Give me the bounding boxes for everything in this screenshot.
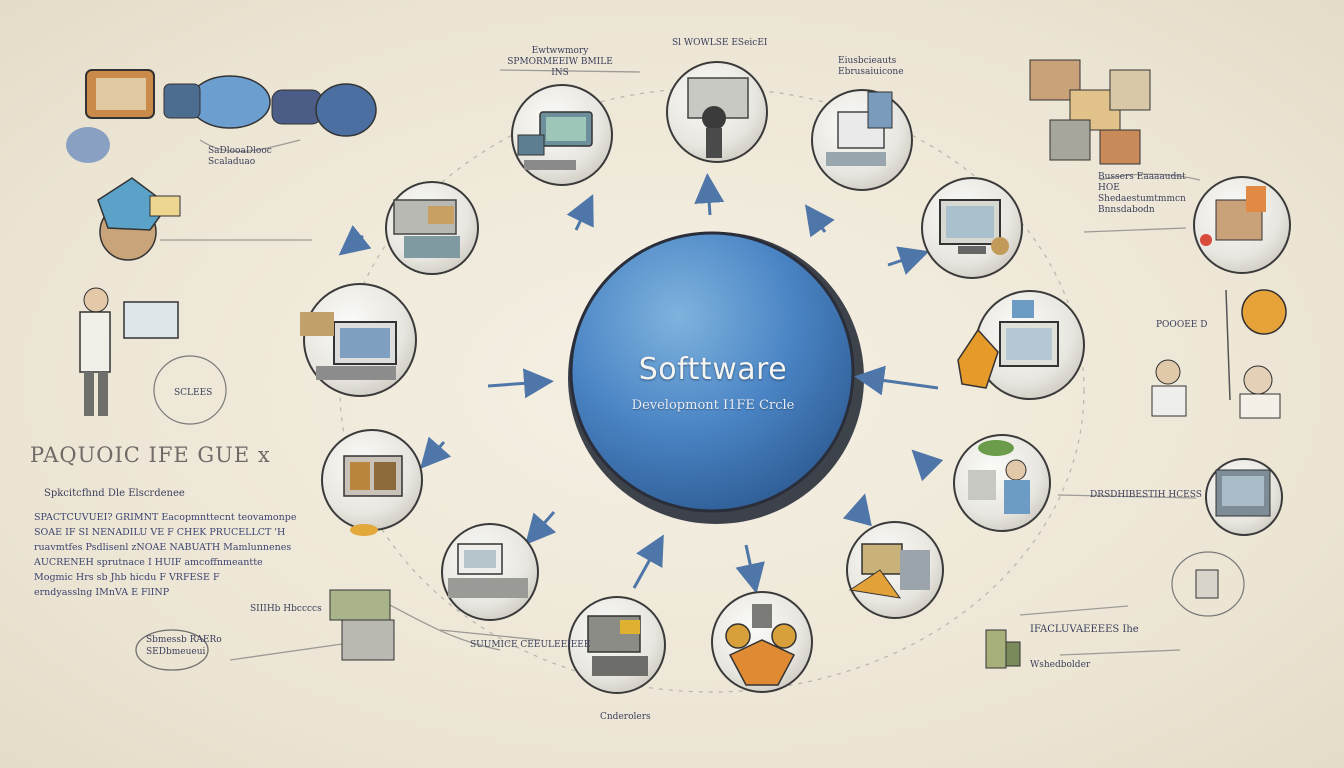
node-computer-left — [300, 283, 417, 397]
cycle-arrows — [338, 173, 944, 594]
label-right-lower: DRSDHIBESTIH HCESS — [1090, 490, 1202, 500]
orbit-nodes — [300, 61, 1085, 694]
left-presenter — [79, 287, 227, 425]
right-badge — [1225, 289, 1287, 401]
hub-title: Softtware — [638, 352, 788, 387]
label-top-right: Eiusbcieauts Ebrusaiuicone — [838, 56, 904, 77]
paragraph-line: erndyasslng IMnVA E FlINP — [34, 587, 170, 598]
node-engineer — [953, 434, 1051, 532]
node-monitor-desk — [511, 84, 613, 186]
node-printer — [441, 523, 539, 621]
side-illustrations — [66, 59, 1291, 671]
node-robot — [711, 591, 813, 693]
label-top-center-b: Sl WOWLSE ESeicEI — [672, 38, 768, 48]
paragraph-line: Mogmic Hrs sb Jhb hicdu F VRFESE F — [34, 572, 220, 583]
node-monitor-right — [921, 177, 1023, 279]
top-left-devices — [66, 69, 377, 163]
paragraph-line: SOAE IF SI NENADILU VE F CHEK PRUCELLCT … — [34, 527, 286, 538]
node-lab-left — [321, 429, 423, 536]
label-right-upper: Bussers Eaaaaudnt HOE Shedaestumtmmcn Bn… — [1098, 172, 1186, 215]
label-top-left: SaDlooaDlooc Scaladuao — [208, 146, 272, 167]
bottom-left-machine — [135, 589, 395, 671]
right-server — [1205, 458, 1283, 536]
left-subheading: Spkcitcfhnd Dle Elscrdenee — [44, 488, 185, 499]
label-bottom-mid: Cnderolers — [600, 712, 651, 722]
hub-subtitle: Developmont I1FE Crcle — [631, 398, 795, 413]
left-character — [97, 177, 181, 261]
paragraph-line: AUCRENEH sprutnace I HUIF amcoffnmeantte — [34, 557, 263, 568]
node-developer — [666, 61, 768, 163]
label-bottom-right-b: Wshedbolder — [1030, 660, 1091, 670]
node-workstation — [385, 181, 479, 275]
node-office-desk — [811, 89, 913, 191]
label-top-center-a: Ewtwwmory SPMORMEEIW BMILE INS — [507, 46, 613, 78]
node-machine — [568, 596, 666, 694]
label-bottom-left-a: SIIIHb Hbccccs — [250, 604, 322, 614]
label-bottom-center: SUUMICE CEEULEEIEEE — [470, 640, 591, 650]
bottom-right-device — [985, 551, 1245, 669]
label-right-mid: POOOEE D — [1156, 320, 1208, 330]
label-bottom-right-a: IFACLUVAEEEES Ihe — [1030, 624, 1139, 635]
connector-lines — [160, 69, 1201, 661]
node-workshop — [846, 521, 944, 619]
hub-circle — [569, 231, 855, 513]
right-characters — [1151, 359, 1281, 419]
paragraph-line: SPACTCUVUEI? GRIMNT Eacopmnttecnt teovam… — [34, 512, 297, 523]
right-station — [1193, 176, 1291, 274]
label-bottom-left-b: Sbmessb RAERo SEDbmeueui — [146, 635, 222, 657]
label-tag-left: SCLEES — [174, 388, 213, 398]
left-paragraph: SPACTCUVUEI? GRIMNT Eacopmnttecnt teovam… — [34, 510, 297, 600]
node-computer-right — [957, 290, 1085, 400]
top-right-collage — [1029, 59, 1151, 165]
left-heading: PAQUOIC IFE GUE x — [30, 443, 271, 467]
paragraph-line: ruavmtfes Psdlisenl zNOAE NABUATH Mamlun… — [34, 542, 292, 553]
